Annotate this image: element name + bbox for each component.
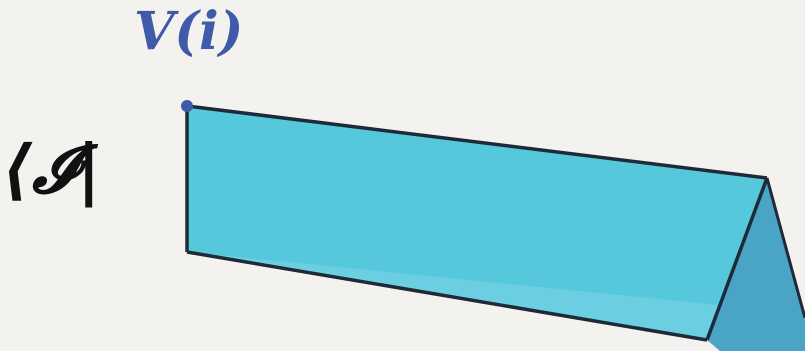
vertex-dot [181, 100, 193, 112]
front-face [187, 106, 767, 340]
bra-label: ⟨𝓘| [2, 130, 101, 208]
back-face [707, 178, 805, 351]
bottom-edge [186, 250, 708, 342]
fold-ridge-edge [705, 177, 769, 341]
back-ridge-edge [765, 177, 805, 319]
vertex-label: V(i) [134, 1, 244, 62]
